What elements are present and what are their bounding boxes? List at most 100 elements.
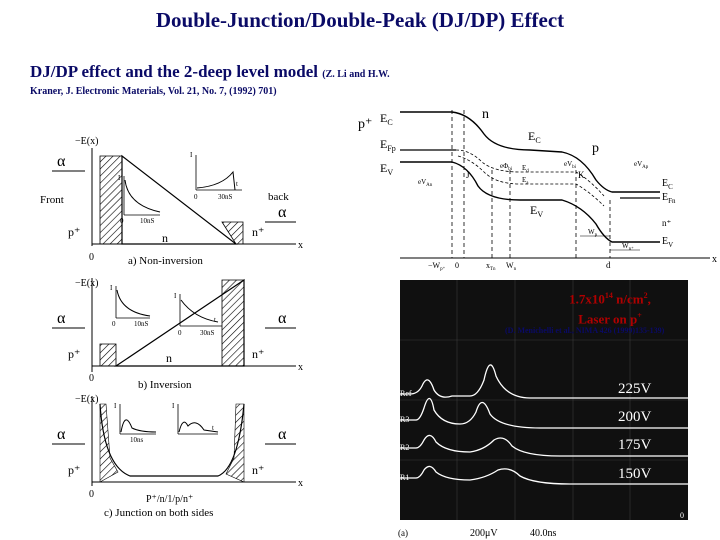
panel-a-inset2-curve [196, 170, 236, 191]
panel-c-inset2-t: t [212, 424, 214, 432]
band-efp: EFp [380, 137, 396, 153]
panel-a-n-plus-region [221, 221, 244, 245]
panel-b-inset2-t: t [214, 316, 216, 324]
panel-b-inset1-zero: 0 [112, 320, 116, 328]
band-j: J [466, 170, 470, 180]
panel-b-caption: b) Inversion [138, 379, 192, 391]
slide-title: Double-Junction/Double-Peak (DJ/DP) Effe… [155, 8, 565, 32]
panel-b-inset2-zero: 0 [178, 329, 182, 337]
scope-citation: (D. Menichelli et al., NIMA 426 (1999)13… [505, 326, 665, 335]
panel-b-p-plus: p⁺ [68, 347, 80, 361]
panel-a-zero: 0 [89, 252, 94, 263]
panel-a-field-triangle [121, 154, 238, 245]
band-diagram: x p⁺ n p EC EC EFp EV EV EC EFn EV eΦbi … [358, 107, 717, 272]
band-n-plus: n⁺ [662, 218, 672, 228]
band-tick-wn: Wn [506, 261, 517, 272]
band-eVap: eVAp [634, 160, 649, 170]
panel-c-zero: 0 [89, 489, 94, 500]
band-ev-left: EV [380, 161, 393, 177]
scope-trace-label-175: 175V [618, 437, 652, 453]
panel-a-inset1-i: I [118, 174, 121, 182]
band-ev-mid: EV [530, 203, 543, 219]
fluence-line-1: 1.7x1014 n/cm2, [569, 291, 651, 307]
scope-footer-zero: 0 [680, 511, 684, 520]
panel-a-n-plus: n⁺ [252, 225, 264, 239]
scope-footer-time: 40.0ns [530, 528, 557, 539]
band-ed: Ed [522, 164, 529, 174]
band-x-label: x [712, 254, 717, 265]
band-valence-edge [400, 161, 660, 243]
scope-grid [400, 280, 688, 520]
scope-trace-r2 [400, 434, 688, 457]
subtitle-authors: (Z. Li and H.W. [322, 69, 390, 80]
scope-channel-r2: R2 [400, 443, 409, 452]
scope-footer-scale: 200μV [470, 528, 498, 539]
panel-b-n-plus: n⁺ [252, 347, 264, 361]
panel-c-p-plus: p⁺ [68, 463, 80, 477]
band-wp-label: Wp [588, 228, 598, 238]
panel-b-x: x [298, 362, 303, 373]
panel-a-alpha-left: α [57, 153, 66, 170]
band-ea: Ea [522, 176, 529, 186]
fluence-annotation: 1.7x1014 n/cm2, Laser on p+ [540, 287, 680, 328]
panel-a-alpha-right: α [278, 204, 287, 221]
band-conduction-edge [400, 111, 660, 193]
band-ephi: eΦbi [500, 162, 513, 172]
panel-c-inset1-time: 10ns [130, 436, 144, 444]
panel-b-inset1-time: 10nS [134, 320, 149, 328]
panel-b-inset1-i: I [110, 284, 113, 292]
panel-c-n-plus: n⁺ [252, 463, 264, 477]
band-n: n [482, 107, 489, 122]
panel-a-inset2-zero: 0 [194, 193, 198, 201]
band-k: K [578, 170, 585, 180]
scope-trace-label-200: 200V [618, 409, 652, 425]
panel-b-inset2-i: I [174, 292, 177, 300]
panel-a-inset1-zero: 0 [120, 217, 124, 225]
panel-b-ylabel: −E(x) [75, 278, 98, 289]
panel-b-inset2-curve [180, 299, 219, 323]
panel-a-n: n [162, 231, 168, 245]
panel-c-alpha-left: α [57, 426, 66, 443]
band-deep-level-donor [455, 149, 605, 197]
scope-trace-label-225: 225V [618, 381, 652, 397]
oscilloscope: Ref R3 R2 R1 225V 200V 175V 150V 0 (a) 2… [398, 280, 688, 539]
panel-a-ylabel: −E(x) [75, 136, 98, 147]
panel-b-zero: 0 [89, 373, 94, 384]
band-efn: EFn [662, 192, 676, 205]
panel-a-back: back [268, 191, 289, 203]
band-ec-right: EC [662, 178, 673, 191]
subtitle-main: DJ/DP effect and the 2-deep level model [30, 62, 318, 81]
panel-b-inset1-curve [116, 289, 151, 317]
panel-b-alpha-left: α [57, 310, 66, 327]
band-tick-d: d [606, 260, 611, 270]
scope-trace-r1 [400, 465, 688, 485]
panel-a-inset2-i: I [190, 151, 193, 159]
panel-c: −E(x) α α p⁺ n⁺ x 0 I 10ns I t P⁺/n/1/p/… [52, 394, 303, 519]
panel-c-ylabel: −E(x) [75, 394, 98, 405]
panel-b-p-region [99, 343, 117, 367]
panel-a-p-region [99, 155, 123, 245]
band-eVAn: eVAn [418, 178, 433, 188]
band-deep-level-acceptor [457, 155, 605, 207]
band-eVbi: eVbi [564, 160, 577, 170]
band-ec-mid: EC [528, 129, 541, 145]
panel-a-x: x [298, 240, 303, 251]
panel-b-alpha-right: α [278, 310, 287, 327]
panel-b-n-plus-region [221, 279, 245, 367]
fluence-line-2: Laser on p+ [578, 311, 642, 327]
scope-footer-a: (a) [398, 528, 408, 538]
panel-a-inset1-curve [124, 179, 161, 213]
band-ec-left: EC [380, 111, 393, 127]
band-ev-right: EV [662, 236, 673, 249]
band-tick-wp: −Wp⁺ [428, 261, 446, 272]
scope-trace-label-150: 150V [618, 466, 652, 482]
scope-channel-r3: R3 [400, 415, 409, 424]
scope-trace-r3 [400, 397, 688, 429]
panel-c-left-region [99, 403, 119, 483]
band-tick-xtn: xTn [486, 261, 496, 272]
scope-trace-ref [400, 364, 688, 399]
panel-a: −E(x) Front back α α p⁺ n n⁺ x 0 I 0 10n… [40, 136, 303, 267]
panel-a-caption: a) Non-inversion [128, 255, 203, 267]
band-wn-label: Wn⁺ [622, 242, 634, 252]
